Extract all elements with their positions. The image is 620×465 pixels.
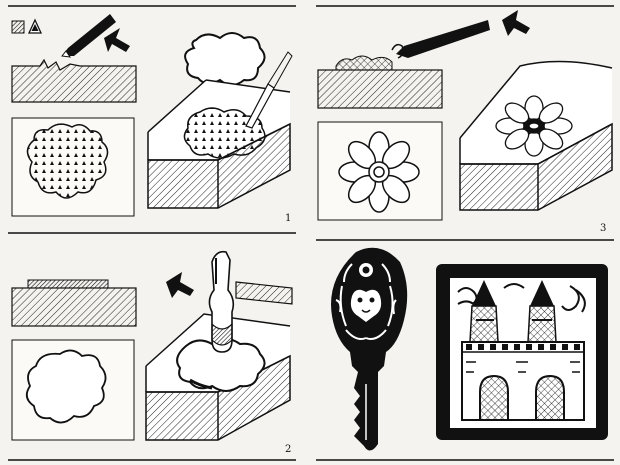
wood-block-2 <box>145 313 291 441</box>
wood-cross-section <box>317 55 443 109</box>
wood-block-1 <box>147 51 293 209</box>
square-icon <box>11 20 25 34</box>
chisel-icon <box>391 20 490 59</box>
arrow-icon <box>104 28 130 52</box>
wood-cross-section <box>11 279 137 327</box>
key-icon <box>331 247 408 451</box>
triangle-icon <box>27 18 43 34</box>
pattern-sketch-box <box>11 117 135 217</box>
pattern-sketch-box <box>317 121 443 221</box>
hammer-icon <box>208 250 293 353</box>
panel-number-1: 1 <box>285 213 292 224</box>
panel-3 <box>317 10 613 221</box>
panel-2 <box>11 250 293 441</box>
wood-block-3 <box>459 60 613 211</box>
cloud-template <box>184 32 266 86</box>
chisel-icon <box>61 14 116 58</box>
tile-icon <box>436 264 608 440</box>
panel-dividers <box>8 5 614 461</box>
arrow-icon <box>166 272 194 298</box>
arrow-icon <box>502 10 530 36</box>
wood-cross-section <box>11 58 137 103</box>
pattern-sketch-box <box>11 339 135 441</box>
panel-number-3: 3 <box>600 223 607 234</box>
panel-1 <box>11 14 293 217</box>
panel-number-2: 2 <box>285 444 292 455</box>
